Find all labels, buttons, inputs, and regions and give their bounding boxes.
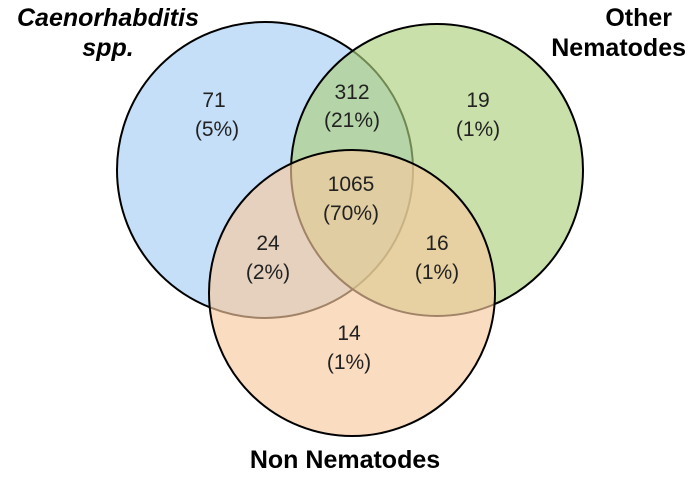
circle-non-nematodes (208, 149, 496, 437)
region-abc-count: 1065 (328, 173, 375, 196)
region-c-only-pct: (1%) (327, 351, 371, 374)
label-non-nematodes: Non Nematodes (249, 446, 441, 474)
region-c-only-count: 14 (337, 322, 361, 345)
region-ac-pct: (2%) (246, 261, 290, 284)
region-b-only-pct: (1%) (456, 118, 500, 141)
label-other-nematodes: Other Nematodes (536, 3, 686, 63)
region-bc-pct: (1%) (415, 261, 459, 284)
region-bc-count: 16 (425, 232, 448, 255)
region-ab-pct: (21%) (324, 109, 380, 132)
label-caenorhabditis-line1: Caenorhabditis (17, 4, 199, 32)
region-abc-pct: (70%) (323, 202, 379, 225)
label-other-nematodes-line1: Other (605, 4, 672, 32)
region-b-only-count: 19 (466, 89, 489, 112)
label-other-nematodes-line2: Nematodes (551, 34, 686, 62)
region-a-only-pct: (5%) (195, 118, 239, 141)
label-caenorhabditis-line2: spp. (82, 34, 134, 62)
label-caenorhabditis: Caenorhabditis spp. (8, 3, 208, 63)
region-ab-count: 312 (334, 81, 369, 104)
region-ac-count: 24 (256, 232, 280, 255)
region-a-only-count: 71 (202, 89, 225, 112)
